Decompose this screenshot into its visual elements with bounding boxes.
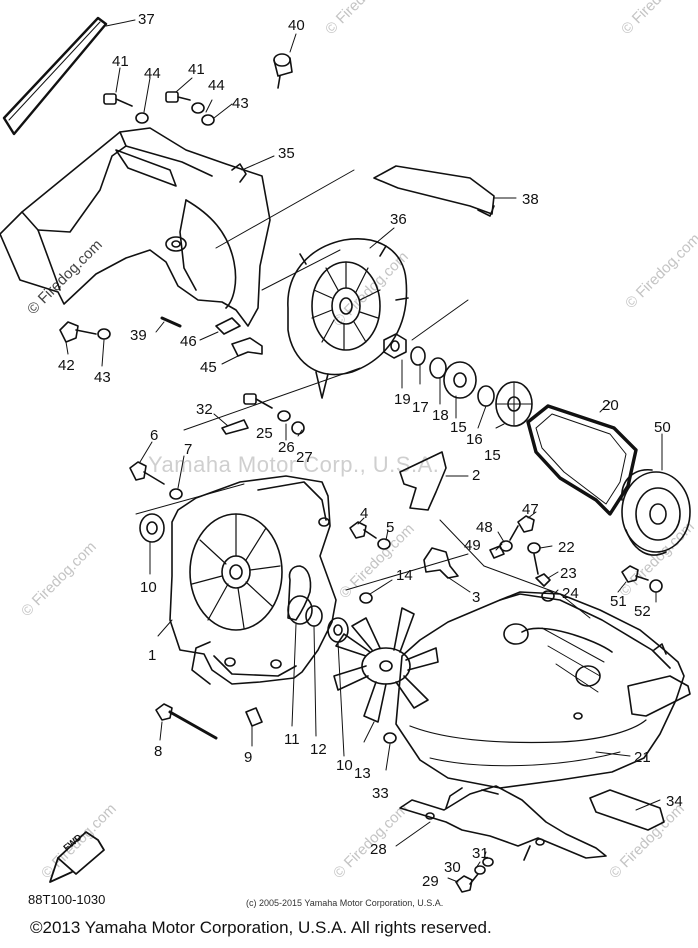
callout-22: 22: [558, 539, 575, 556]
callout-6: 6: [150, 427, 159, 444]
hardware-51-52: [617, 565, 663, 603]
callout-26: 26: [278, 439, 295, 456]
hardware-4-5: [349, 517, 391, 550]
yamaha-watermark: Yamaha Motor Corp., U.S.A.: [148, 452, 440, 477]
parts-8-9: [155, 703, 263, 747]
part-39-pin: [155, 316, 182, 333]
hardware-32-25-26-27: [213, 393, 305, 441]
callout-11: 11: [284, 731, 300, 748]
hardware-29-30-31: [447, 851, 494, 893]
part-10-seal: [139, 513, 165, 575]
callout-17: 17: [412, 399, 429, 416]
hardware-42-43: [59, 321, 111, 367]
callout-29: 29: [422, 873, 439, 890]
part-2-bracket: [399, 451, 469, 511]
callout-46: 46: [180, 333, 197, 350]
callout-23: 23: [560, 565, 577, 582]
callout-20: 20: [602, 397, 619, 414]
callout-10: 10: [336, 757, 353, 774]
fwd-arrow-icon: [49, 831, 105, 883]
callout-14: 14: [396, 567, 413, 584]
callout-37: 37: [138, 11, 155, 28]
callout-16: 16: [466, 431, 483, 448]
callout-45: 45: [200, 359, 217, 376]
callout-7: 7: [184, 441, 193, 458]
part-21-main-housing: [383, 591, 691, 789]
reference-lines: [135, 169, 591, 619]
part-40-plug: [273, 33, 297, 89]
callout-51: 51: [610, 593, 627, 610]
parts-washers-15-19: [383, 333, 533, 429]
callout-2: 2: [472, 467, 481, 484]
callout-27: 27: [296, 449, 313, 466]
callout-49: 49: [464, 537, 481, 554]
callout-39: 39: [130, 327, 147, 344]
callout-47: 47: [522, 501, 539, 518]
callout-42: 42: [58, 357, 75, 374]
callout-5: 5: [386, 519, 395, 536]
callout-12: 12: [310, 741, 327, 758]
callout-36: 36: [390, 211, 407, 228]
callout-50: 50: [654, 419, 671, 436]
callout-44: 44: [208, 77, 225, 94]
callout-41: 41: [112, 53, 129, 70]
callout-3: 3: [472, 589, 481, 606]
hardware-41-44-43: [103, 67, 233, 126]
part-13-fan: [333, 607, 439, 743]
small-copyright: (c) 2005-2015 Yamaha Motor Corporation, …: [246, 898, 444, 908]
callout-31: 31: [472, 845, 489, 862]
part-28-lower-bracket: [395, 785, 607, 861]
hardware-6-7: [129, 441, 185, 500]
part-38-cover-plate: [373, 165, 517, 217]
callout-43: 43: [94, 369, 111, 386]
callout-25: 25: [256, 425, 273, 442]
callout-35: 35: [278, 145, 295, 162]
hardware-47-49-22-24: [489, 511, 559, 602]
part-3-clip: [423, 547, 471, 593]
callout-48: 48: [476, 519, 493, 536]
callout-15: 15: [450, 419, 467, 436]
part-34-pad: [589, 789, 665, 831]
callout-24: 24: [562, 585, 579, 602]
callout-18: 18: [432, 407, 449, 424]
callout-1: 1: [148, 647, 157, 664]
parts-11-12-10: [287, 565, 349, 757]
part-36-flywheel: [287, 227, 409, 399]
callout-34: 34: [666, 793, 683, 810]
callout-28: 28: [370, 841, 387, 858]
callout-4: 4: [360, 505, 369, 522]
callout-15: 15: [484, 447, 501, 464]
part-37-seal-strip: [2, 16, 136, 136]
callout-40: 40: [288, 17, 305, 34]
callout-21: 21: [634, 749, 651, 766]
callout-38: 38: [522, 191, 539, 208]
callout-19: 19: [394, 391, 411, 408]
callout-43: 43: [232, 95, 249, 112]
parts-46-45: [199, 317, 263, 365]
part-35-upper-cover: [0, 127, 275, 327]
callout-10: 10: [140, 579, 157, 596]
callout-52: 52: [634, 603, 651, 620]
callout-30: 30: [444, 859, 461, 876]
parts-20-belt-50-pulley: [526, 401, 691, 556]
callout-41: 41: [188, 61, 205, 78]
part-1-fan-housing: [157, 475, 337, 685]
callout-9: 9: [244, 749, 253, 766]
callout-13: 13: [354, 765, 371, 782]
part-14-grommet: [359, 579, 393, 604]
callout-32: 32: [196, 401, 213, 418]
callout-8: 8: [154, 743, 163, 760]
callout-33: 33: [372, 785, 389, 802]
footer-copyright: ©2013 Yamaha Motor Corporation, U.S.A. A…: [30, 918, 492, 937]
callout-44: 44: [144, 65, 161, 82]
diagram-part-code: 88T100-1030: [28, 892, 106, 907]
